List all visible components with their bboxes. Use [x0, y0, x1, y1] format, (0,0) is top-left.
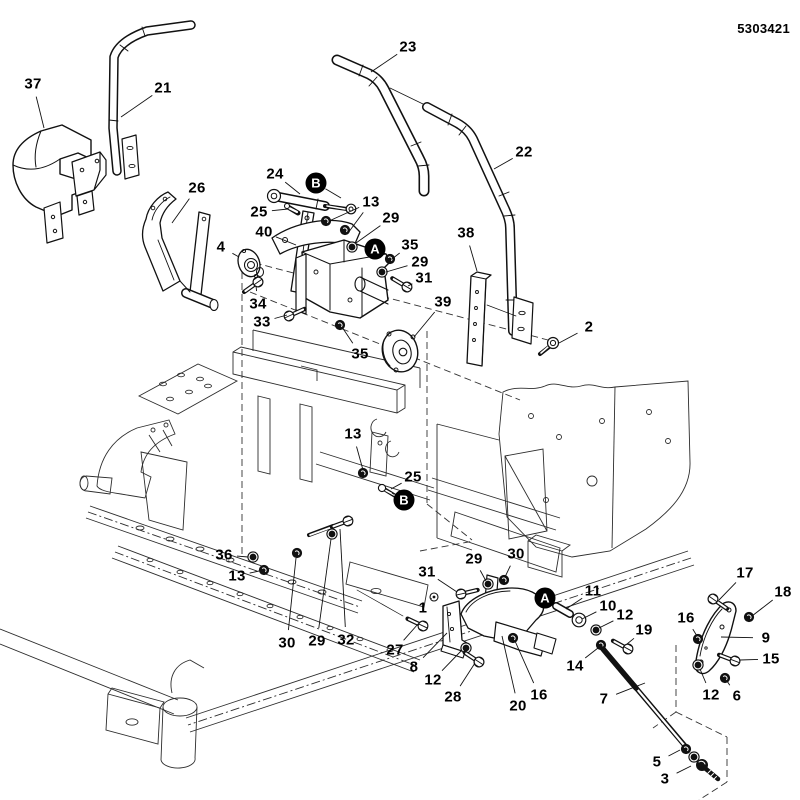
leader-line-13	[249, 570, 260, 574]
leader-line-18	[751, 599, 773, 617]
leader-line-15	[739, 658, 759, 661]
part-22-handle	[422, 102, 534, 345]
part-25-fitting	[283, 202, 301, 216]
part-21-lever	[108, 20, 196, 180]
leader-line-30	[287, 557, 297, 631]
part-24-gas-strut	[266, 188, 357, 216]
leader-line-4	[232, 252, 240, 258]
part-7-control-rod	[552, 602, 721, 782]
leader-line-1	[430, 598, 432, 600]
nut-18	[743, 611, 755, 623]
part-23-handle	[331, 54, 430, 197]
leader-line-23	[370, 53, 398, 73]
nut-30	[498, 574, 510, 586]
leader-line-34	[255, 285, 258, 292]
part-38-bar	[466, 271, 492, 367]
nut-13	[258, 564, 270, 576]
leader-line-32	[339, 528, 346, 628]
leader-lines	[35, 53, 773, 774]
leader-line-17	[718, 582, 737, 601]
leader-line-14	[584, 647, 599, 659]
leader-line-12	[699, 668, 707, 684]
fasteners-lower-left	[247, 515, 354, 576]
leader-line-13	[328, 206, 360, 222]
leader-line-25	[271, 208, 289, 212]
part-26-lever-weldment	[141, 191, 219, 312]
part-4-bearing	[237, 248, 264, 279]
bushing-10	[571, 612, 587, 628]
part-37-cover	[12, 124, 107, 244]
nut-16	[507, 632, 519, 644]
nut-29	[376, 266, 388, 278]
leader-line-20	[501, 635, 516, 694]
part-pivot-bracket	[271, 219, 391, 319]
dashed-guides	[241, 250, 728, 800]
leader-line-40	[275, 236, 297, 246]
ball-joint-3	[688, 751, 721, 782]
bolt-28	[462, 649, 486, 669]
leader-line-12	[598, 620, 614, 629]
leader-line-37	[35, 96, 45, 129]
leader-line-5	[668, 749, 681, 757]
lower-bracket-assembly	[356, 574, 557, 669]
leader-line-7	[615, 682, 646, 695]
nut-30	[291, 547, 303, 559]
leader-line-35	[391, 252, 400, 260]
leader-line-29	[479, 570, 487, 582]
leader-line-31	[407, 283, 413, 287]
leader-line-6	[726, 680, 731, 686]
leader-line-35	[341, 326, 354, 344]
fasteners-center	[357, 467, 399, 499]
nut-12	[692, 659, 704, 671]
document-number: 5303421	[737, 21, 790, 36]
leader-line-10	[581, 611, 597, 620]
bolt-27	[406, 614, 430, 632]
nut-29	[326, 528, 338, 540]
leader-line-3	[676, 765, 692, 774]
nut-6	[719, 672, 731, 684]
leader-line-27	[403, 623, 419, 641]
leader-line-12	[441, 649, 463, 672]
nut-13	[339, 224, 351, 236]
nut-29	[482, 578, 494, 590]
part-2-bolt	[538, 336, 560, 356]
leader-line-21	[120, 95, 153, 118]
leader-line-33	[274, 314, 288, 319]
leader-line-28	[459, 662, 476, 687]
leader-line-2	[558, 332, 578, 344]
nut-16	[692, 633, 704, 645]
leader-line-13	[356, 446, 364, 471]
leader-line-19	[626, 637, 635, 645]
leader-line-36	[236, 555, 249, 558]
leader-line-16	[692, 628, 698, 637]
leader-line-badge-B	[325, 188, 342, 199]
leader-line-9	[720, 636, 754, 639]
nut-12	[590, 624, 602, 636]
nut-36	[247, 551, 259, 563]
leader-line-29	[355, 225, 381, 244]
leader-line-29	[385, 265, 408, 273]
leader-line-26	[171, 198, 190, 224]
bolt-19	[611, 637, 635, 656]
leader-line-11	[565, 597, 583, 610]
part-9-cam-lever	[692, 592, 755, 684]
leader-line-29	[318, 538, 332, 629]
nut-5	[680, 743, 692, 755]
part-39-pulley	[381, 329, 419, 373]
leader-line-38	[469, 245, 478, 272]
frame-line-art	[0, 329, 695, 769]
nut-29	[346, 241, 358, 253]
leader-line-24	[284, 181, 301, 195]
leader-line-25	[390, 482, 402, 490]
leader-line-31	[437, 578, 458, 593]
nut-35	[384, 253, 396, 265]
leader-line-13	[347, 212, 364, 234]
leader-line-16	[514, 640, 535, 684]
leader-line-22	[493, 158, 513, 170]
leader-line-39	[413, 311, 436, 338]
bolt-31	[390, 274, 414, 294]
leader-line-8	[422, 632, 448, 659]
leader-line-30	[504, 565, 511, 578]
